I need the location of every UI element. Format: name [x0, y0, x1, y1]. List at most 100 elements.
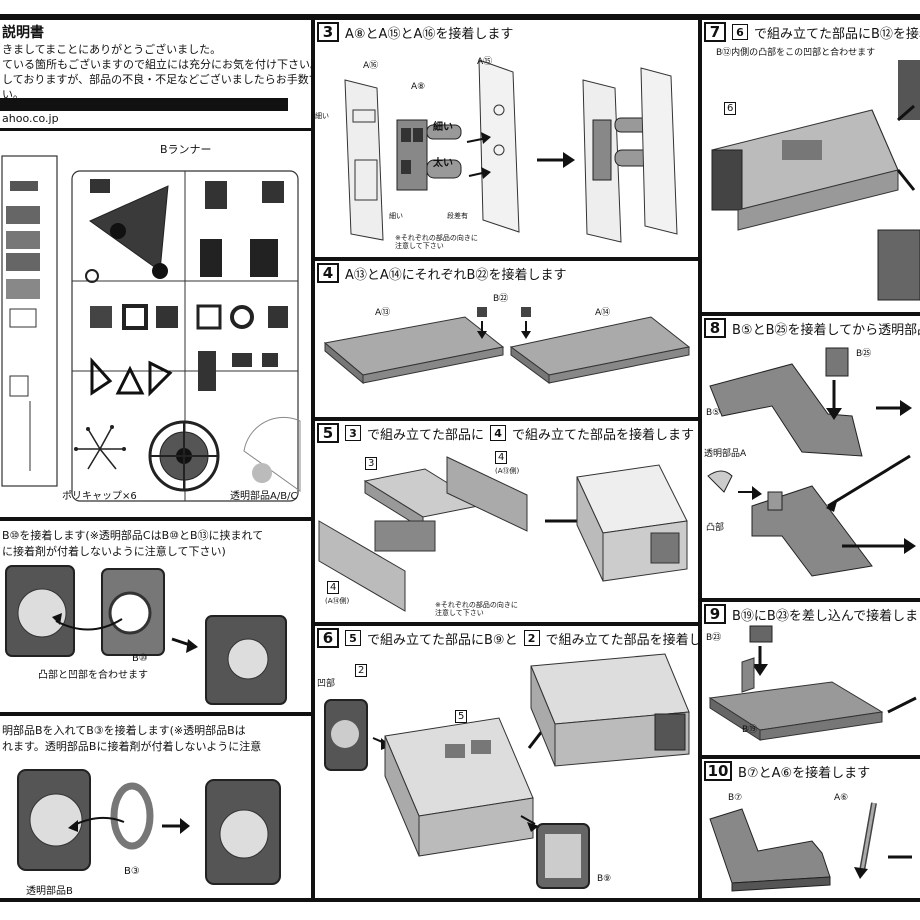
step5-title-mid: で組み立てた部品を接着します: [512, 427, 695, 443]
step6-p2: 2: [355, 664, 368, 677]
b3-label: B③: [124, 866, 140, 877]
step10-diagram: [709, 802, 912, 892]
step8-diagram: [707, 347, 916, 577]
step7-title: で組み立てた部品にB⑫を接着: [754, 26, 920, 42]
step-left2-title-b: れます。透明部品Bに接着剤が付着しないように注意: [2, 740, 262, 753]
step9-b23: B㉓: [706, 633, 722, 643]
step8-panel: 8 B⑤とB㉕を接着してから透明部品 B㉕ B⑤ 透明部品A 凸部: [702, 316, 920, 598]
step4-panel: 4 A⑬とA⑭にそれぞれB㉒を接着します B㉒ A⑬ A⑭: [315, 261, 698, 417]
divider-s4: [313, 417, 700, 421]
step-left1-panel: B⑩を接着します(※透明部品CはB⑩とB⑬に挟まれて に接着剤が付着しないように…: [0, 521, 311, 712]
step6-panel: 6 5 で組み立てた部品にB⑨と 2 で組み立てた部品を接着します: [315, 626, 698, 898]
step-left1-title-b: に接着剤が付着しないように注意して下さい): [2, 545, 226, 558]
step7-sub: B⑫内側の凸部をこの凹部と合わせます: [716, 48, 876, 58]
divider-s7: [700, 312, 920, 316]
step6-recess: 凹部: [317, 679, 336, 689]
redacted-bar: [0, 98, 288, 111]
intro-url: ahoo.co.jp: [2, 112, 59, 125]
step10-panel: 10 B⑦とA⑥を接着します B⑦ A⑥: [702, 759, 920, 898]
step3-note: ※それぞれの部品の向きに 注意して下さい: [395, 234, 478, 251]
step3-step-ok: 段差有: [447, 212, 468, 220]
step8-b5: B⑤: [706, 408, 721, 418]
step8-clearA: 透明部品A: [704, 449, 747, 459]
step3-panel: 3 A⑧とA⑮とA⑯を接着します: [315, 20, 698, 257]
step8-title: B⑤とB㉕を接着してから透明部品: [732, 322, 920, 338]
step4-number: 4: [317, 263, 339, 283]
step3-thin1: 細い: [315, 112, 329, 120]
step-left1-diagram: [5, 565, 287, 705]
step10-number: 10: [704, 761, 732, 781]
step4-b22: B㉒: [493, 294, 509, 304]
step5-panel: 5 3 で組み立てた部品に 4 で組み立てた部品を接着します 3 4 (A⑬側)…: [315, 421, 698, 622]
step8-number: 8: [704, 318, 726, 338]
step3-title: A⑧とA⑮とA⑯を接着します: [345, 26, 514, 42]
step5-p3: 3: [365, 457, 378, 470]
step7-diagram: [711, 60, 920, 301]
step8-bump: 凸部: [706, 523, 725, 533]
polycap-label: ポリキャップ×6: [62, 491, 137, 502]
step4-title: A⑬とA⑭にそれぞれB㉒を接着します: [345, 267, 567, 283]
divider-intro: [0, 128, 313, 131]
step10-a6: A⑥: [834, 793, 849, 803]
step5-number: 5: [317, 423, 339, 443]
step3-diagram: [344, 59, 678, 243]
clear-parts-label: 透明部品A/B/C: [230, 491, 298, 502]
step9-diagram: [708, 625, 917, 741]
step10-b7: B⑦: [728, 793, 743, 803]
top-border: [0, 14, 920, 20]
step4-a13: A⑬: [375, 308, 391, 318]
divider-l1: [0, 712, 313, 716]
runner-panel: Bランナー: [0, 131, 311, 517]
intro-title: 説明書: [2, 25, 44, 41]
divider-s9: [700, 755, 920, 759]
step3-thick: 太い: [433, 158, 453, 169]
step7-p6: 6: [724, 102, 737, 115]
step6-b9: B⑨: [597, 874, 612, 884]
step5-ref4: 4: [490, 425, 507, 441]
step-left1-title-a: B⑩を接着します(※透明部品CはB⑩とB⑬に挟まれて: [2, 529, 264, 542]
bottom-border: [0, 898, 920, 902]
step7-number: 7: [704, 22, 726, 42]
step5-note: ※それぞれの部品の向きに 注意して下さい: [435, 601, 518, 618]
step5-p4b-sub: (A⑭側): [325, 597, 350, 605]
divider-right: [698, 18, 702, 900]
step4-a14: A⑭: [595, 308, 611, 318]
step3-a8: A⑧: [411, 82, 426, 92]
runner-diagram: [1, 155, 301, 502]
clearB-label: 透明部品B: [26, 886, 73, 897]
step9-number: 9: [704, 604, 726, 624]
step7-panel: 7 6 で組み立てた部品にB⑫を接着 B⑫内側の凸部をこの凹部と合わせます 6: [702, 20, 920, 312]
divider-s5: [313, 622, 700, 626]
step5-p4a: 4: [495, 451, 508, 464]
step6-ref5: 5: [345, 630, 361, 646]
intro-panel: 説明書 きましてまことにありがとうございました。 ている箇所もございますので組立…: [0, 20, 311, 128]
step3-thin2: 細い: [433, 122, 453, 133]
step5-p4b: 4: [327, 581, 340, 594]
step5-title-pre: で組み立てた部品に: [367, 427, 485, 443]
step-left2-title-a: 明部品Bを入れてB③を接着します(※透明部品Bは: [2, 724, 246, 737]
step5-p4a-sub: (A⑬側): [495, 467, 520, 475]
align-label: 凸部と凹部を合わせます: [38, 670, 148, 681]
step6-number: 6: [317, 628, 339, 648]
step3-thin3: 細い: [389, 212, 403, 220]
divider-left: [311, 18, 315, 900]
divider-s8: [700, 598, 920, 602]
divider-runner: [0, 517, 313, 521]
step3-a16: A⑯: [363, 61, 379, 71]
step4-diagram: [323, 307, 691, 385]
intro-line-3: しておりますが、部品の不良・不足などございましたらお手数です: [2, 73, 311, 86]
step6-ref2: 2: [523, 630, 540, 646]
step-left2-panel: 明部品Bを入れてB③を接着します(※透明部品Bは れます。透明部品Bに接着剤が付…: [0, 716, 311, 898]
step3-number: 3: [317, 22, 339, 42]
runner-title: Bランナー: [160, 143, 212, 156]
intro-line-1: きましてまことにありがとうございました。: [2, 43, 222, 56]
step6-title-b: で組み立てた部品を接着します: [545, 632, 698, 648]
step7-ref6: 6: [732, 24, 748, 40]
step8-b25: B㉕: [856, 349, 872, 359]
step6-p5: 5: [455, 710, 468, 723]
intro-line-2: ている箇所もございますので組立には充分にお気を付け下さい。: [2, 58, 311, 71]
b10-label: B⑩: [132, 653, 148, 664]
step6-title-a: で組み立てた部品にB⑨と: [367, 632, 518, 648]
step5-ref3: 3: [345, 425, 361, 441]
